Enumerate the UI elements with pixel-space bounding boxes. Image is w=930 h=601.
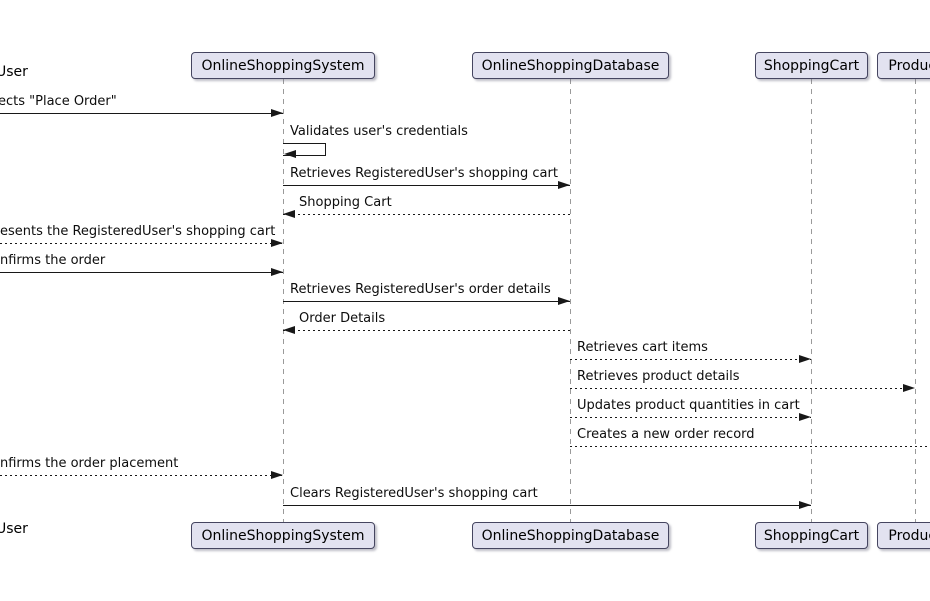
message-line [570,388,915,389]
message-label: Retrieves RegisteredUser's order details [290,282,551,297]
message-label: nfirms the order placement [0,456,179,471]
message-arrowhead [271,471,283,479]
participant-box-online-shopping-system-top: OnlineShoppingSystem [191,52,375,79]
message-arrowhead [271,239,283,247]
message-label: ects "Place Order" [0,94,117,109]
message-line [283,330,570,331]
message-arrowhead [799,413,811,421]
message-arrowhead [558,181,570,189]
message-label: Retrieves product details [577,369,740,384]
message-label: Order Details [299,311,386,326]
lifeline-online-shopping-database [570,79,571,522]
message-line [283,505,811,506]
message-label: Clears RegisteredUser's shopping cart [290,486,538,501]
message-label: nfirms the order [0,253,106,268]
participant-box-online-shopping-database-top: OnlineShoppingDatabase [472,52,669,79]
message-label: Shopping Cart [299,195,392,210]
message-arrowhead [271,109,283,117]
participant-label-registered-user-bottom: User [0,521,28,537]
message-arrowhead [558,297,570,305]
message-line [0,475,283,476]
lifeline-product [915,79,916,522]
message-line [570,417,811,418]
lifeline-online-shopping-system [283,79,284,522]
self-message-loop [283,143,326,156]
participant-box-product-top: Product [877,52,930,79]
message-line [0,113,283,114]
message-arrowhead [799,355,811,363]
message-arrowhead [283,210,295,218]
message-arrowhead [283,326,295,334]
message-arrowhead [903,384,915,392]
participant-box-product-bottom: Product [877,522,930,549]
message-label: Creates a new order record [577,427,755,442]
message-line [0,243,283,244]
message-arrowhead [799,501,811,509]
message-line [283,185,570,186]
participant-box-online-shopping-system-bottom: OnlineShoppingSystem [191,522,375,549]
message-label: Updates product quantities in cart [577,398,800,413]
participant-box-shopping-cart-bottom: ShoppingCart [755,522,868,549]
message-label: esents the RegisteredUser's shopping car… [0,224,276,239]
message-label: Retrieves cart items [577,340,708,355]
message-line [0,272,283,273]
message-line [283,214,570,215]
message-arrowhead [284,150,296,158]
message-line [283,301,570,302]
message-arrowhead [271,268,283,276]
lifeline-shopping-cart [811,79,812,522]
message-line [570,359,811,360]
participant-label-registered-user-top: User [0,64,28,80]
message-line [570,446,930,447]
message-label: Retrieves RegisteredUser's shopping cart [290,166,558,181]
participant-box-shopping-cart-top: ShoppingCart [755,52,868,79]
participant-box-online-shopping-database-bottom: OnlineShoppingDatabase [472,522,669,549]
message-label: Validates user's credentials [290,124,468,139]
